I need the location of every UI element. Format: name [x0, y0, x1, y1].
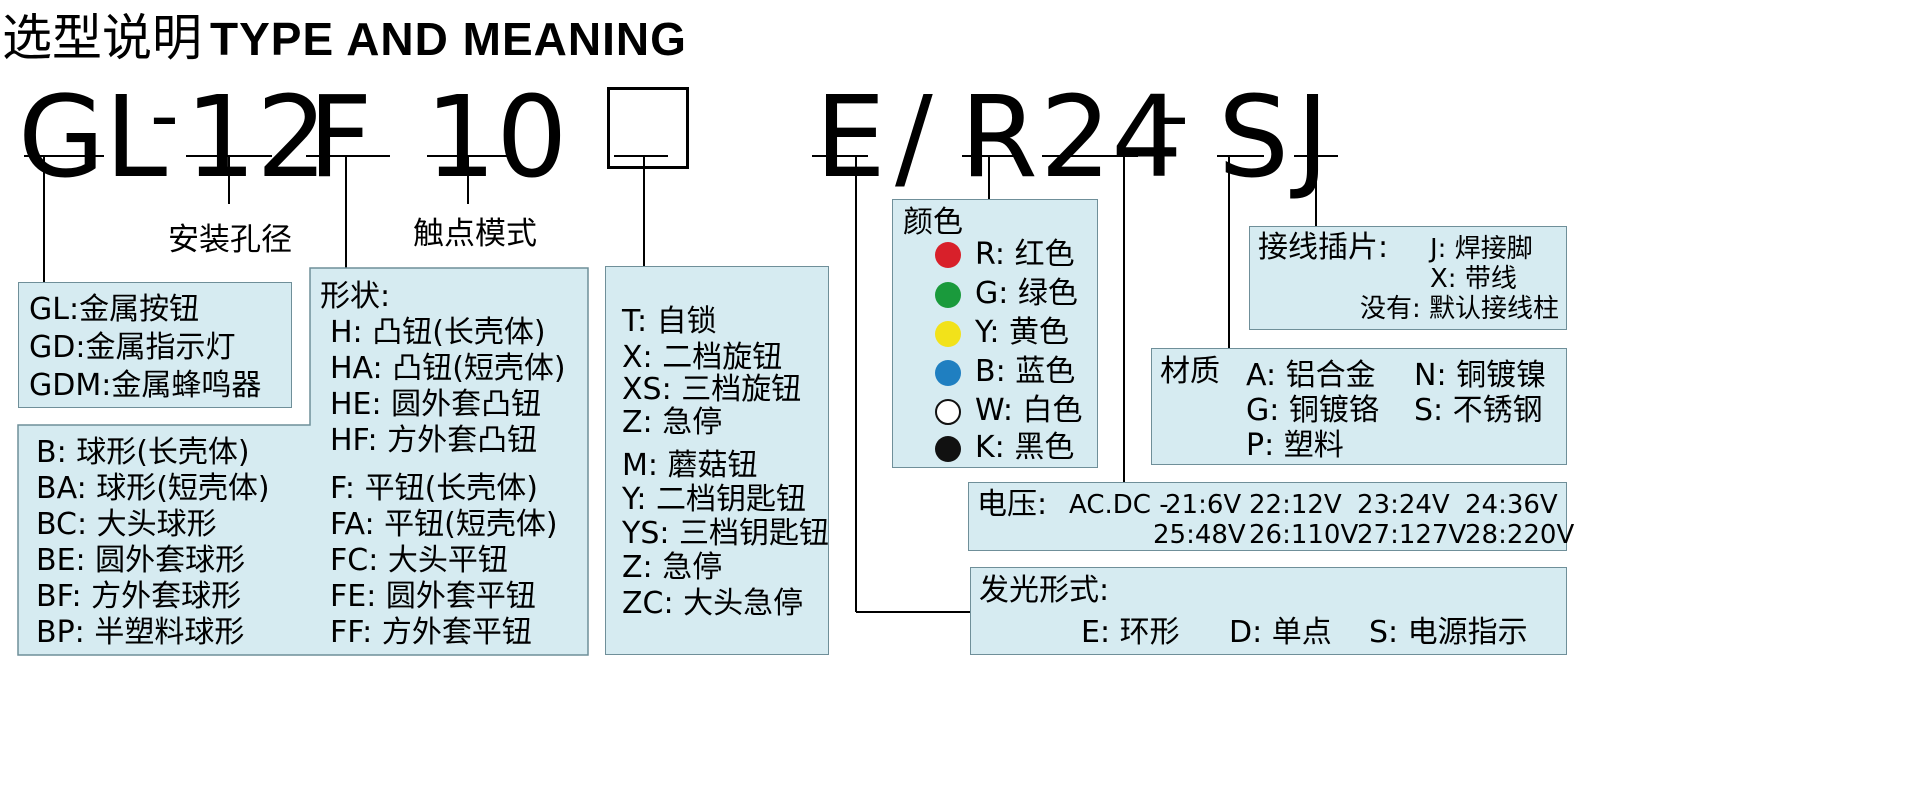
- shape-item: FF: 方外套平钮: [330, 615, 532, 650]
- shape-item: HA: 凸钮(短壳体): [330, 351, 566, 386]
- code-gl: GL: [18, 73, 168, 203]
- shape-item: BC: 大头球形: [36, 507, 217, 542]
- code-function-square: [607, 87, 689, 169]
- voltage-item: 27:127V: [1357, 520, 1467, 550]
- series-item-gdm: GDM:金属蜂鸣器: [29, 368, 262, 403]
- function-item: M: 蘑菇钮: [622, 448, 758, 483]
- shape-box-title: 形状:: [320, 279, 391, 314]
- voltage-item: 23:24V: [1357, 490, 1450, 520]
- material-item-a: A: 铝合金: [1246, 358, 1376, 393]
- white-dot-icon: [935, 399, 961, 425]
- material-item-s: S: 不锈钢: [1414, 393, 1543, 428]
- function-item: T: 自锁: [622, 304, 717, 339]
- color-item-white: W: 白色: [975, 393, 1083, 428]
- yellow-dot-icon: [935, 321, 961, 347]
- red-dot-icon: [935, 242, 961, 268]
- shape-item: BA: 球形(短壳体): [36, 471, 270, 506]
- light-item-power: S: 电源指示: [1369, 615, 1528, 650]
- color-item-yellow: Y: 黄色: [975, 315, 1069, 350]
- voltage-item: 25:48V: [1153, 520, 1246, 550]
- color-item-red: R: 红色: [975, 237, 1075, 272]
- series-box: GL:金属按钮 GD:金属指示灯 GDM:金属蜂鸣器: [18, 282, 292, 408]
- code-slash: /: [895, 73, 933, 203]
- shape-item: FE: 圆外套平钮: [330, 579, 536, 614]
- terminal-item-x: X: 带线: [1430, 264, 1517, 294]
- color-box: 颜色 R: 红色 G: 绿色 Y: 黄色 B: 蓝色 W: 白色 K: 黑色: [892, 199, 1098, 468]
- function-item: Z: 急停: [622, 405, 723, 440]
- shape-item: B: 球形(长壳体): [36, 435, 250, 470]
- material-item-p: P: 塑料: [1246, 428, 1344, 463]
- voltage-item: 21:6V: [1165, 490, 1242, 520]
- function-item: Y: 二档钥匙钮: [622, 482, 806, 517]
- blue-dot-icon: [935, 360, 961, 386]
- shape-item: BP: 半塑料球形: [36, 615, 245, 650]
- function-item: YS: 三档钥匙钮: [622, 516, 830, 551]
- shape-item: FC: 大头平钮: [330, 543, 508, 578]
- terminal-item-none: 没有: 默认接线柱: [1360, 294, 1560, 324]
- shape-item: F: 平钮(长壳体): [330, 471, 538, 506]
- light-item-single: D: 单点: [1229, 615, 1332, 650]
- terminal-box: 接线插片: J: 焊接脚 X: 带线 没有: 默认接线柱: [1249, 226, 1567, 330]
- shape-item: H: 凸钮(长壳体): [330, 315, 546, 350]
- shape-item: FA: 平钮(短壳体): [330, 507, 558, 542]
- shape-item: HE: 圆外套凸钮: [330, 387, 542, 422]
- green-dot-icon: [935, 282, 961, 308]
- voltage-box-title: 电压:: [977, 487, 1048, 522]
- shape-item: BE: 圆外套球形: [36, 543, 246, 578]
- function-box: T: 自锁 X: 二档旋钮 XS: 三档旋钮 Z: 急停 M: 蘑菇钮 Y: 二…: [605, 266, 829, 655]
- voltage-item: 24:36V: [1465, 490, 1558, 520]
- color-box-title: 颜色: [903, 205, 963, 240]
- function-item: X: 二档旋钮: [622, 340, 783, 375]
- title-chinese: 选型说明: [2, 9, 202, 67]
- code-dash-1: -: [150, 69, 179, 162]
- color-item-black: K: 黑色: [975, 430, 1075, 465]
- code-24: 24: [1040, 73, 1183, 203]
- voltage-prefix: AC.DC -: [1069, 490, 1169, 520]
- function-item: Z: 急停: [622, 550, 723, 585]
- voltage-item: 26:110V: [1249, 520, 1359, 550]
- shape-item: HF: 方外套凸钮: [330, 423, 538, 458]
- color-item-blue: B: 蓝色: [975, 354, 1076, 389]
- code-f: F: [308, 73, 373, 203]
- function-item: XS: 三档旋钮: [622, 372, 802, 407]
- function-item: ZC: 大头急停: [622, 586, 804, 621]
- material-box: 材质 A: 铝合金 N: 铜镀镍 G: 铜镀铬 S: 不锈钢 P: 塑料: [1151, 348, 1567, 465]
- light-item-ring: E: 环形: [1081, 615, 1180, 650]
- code-10: 10: [425, 73, 568, 203]
- voltage-item: 28:220V: [1465, 520, 1575, 550]
- voltage-box: 电压: AC.DC - 21:6V 22:12V 23:24V 24:36V 2…: [968, 482, 1574, 551]
- terminal-item-j: J: 焊接脚: [1430, 234, 1533, 264]
- light-box-title: 发光形式:: [979, 573, 1110, 608]
- color-item-green: G: 绿色: [975, 276, 1078, 311]
- title-english: TYPE AND MEANING: [210, 13, 687, 65]
- caption-contact-mode: 触点模式: [413, 216, 537, 252]
- terminal-box-title: 接线插片:: [1258, 230, 1389, 265]
- light-box: 发光形式: E: 环形 D: 单点 S: 电源指示: [970, 567, 1567, 655]
- code-j: J: [1296, 73, 1330, 203]
- series-item-gl: GL:金属按钮: [29, 292, 200, 327]
- code-r: R: [960, 73, 1038, 203]
- shape-item: BF: 方外套球形: [36, 579, 242, 614]
- series-item-gd: GD:金属指示灯: [29, 330, 236, 365]
- code-e: E: [815, 73, 886, 203]
- caption-mount-hole: 安装孔径: [168, 222, 292, 258]
- material-box-title: 材质: [1160, 354, 1220, 389]
- black-dot-icon: [935, 436, 961, 462]
- code-12: 12: [185, 73, 328, 203]
- voltage-item: 22:12V: [1249, 490, 1342, 520]
- material-item-g: G: 铜镀铬: [1246, 393, 1379, 428]
- material-item-n: N: 铜镀镍: [1414, 358, 1547, 393]
- code-dash-2: -: [1160, 69, 1189, 162]
